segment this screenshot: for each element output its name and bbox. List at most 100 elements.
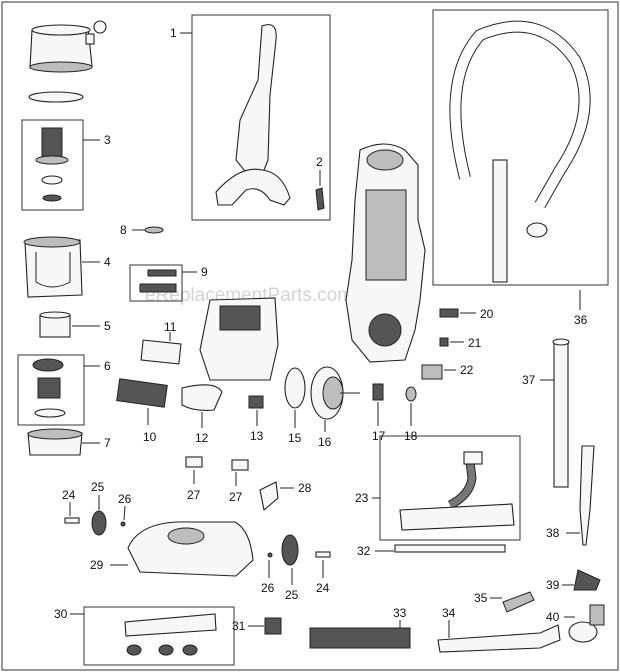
box-part-6: [17, 354, 85, 426]
callout-18: 18: [404, 429, 418, 443]
part-cover[interactable]: [181, 384, 223, 411]
callout-3: 3: [104, 133, 111, 147]
callout-25b: 25: [285, 588, 299, 602]
part-dirt-cup-lid[interactable]: [29, 24, 95, 73]
callout-32: 32: [357, 544, 371, 558]
part-release[interactable]: [421, 364, 443, 380]
part-wheel-right[interactable]: [281, 534, 299, 566]
callout-27a: 27: [187, 488, 201, 502]
callout-23: 23: [355, 491, 369, 505]
part-upholstery-tool[interactable]: [502, 591, 535, 613]
part-spring-clip[interactable]: [372, 383, 384, 401]
callout-30: 30: [54, 607, 68, 621]
callout-21: 21: [468, 336, 482, 350]
box-part-1: [191, 14, 331, 221]
callout-11: 11: [164, 320, 177, 334]
part-crevice-tool[interactable]: [579, 445, 595, 546]
callout-8: 8: [120, 223, 127, 237]
part-filter-housing[interactable]: [32, 358, 66, 418]
part-filter-base[interactable]: [27, 428, 83, 456]
part-screw[interactable]: [439, 337, 449, 347]
callout-40: 40: [546, 610, 560, 624]
part-clip-right[interactable]: [267, 552, 273, 558]
part-o-ring[interactable]: [93, 20, 107, 34]
part-connector[interactable]: [248, 395, 264, 409]
callout-4: 4: [104, 255, 111, 269]
part-extension-wand[interactable]: [552, 338, 570, 488]
callout-17: 17: [372, 429, 386, 443]
callout-9: 9: [201, 265, 208, 279]
part-wheel-kit[interactable]: [124, 613, 217, 656]
box-part-9: [129, 264, 183, 302]
callout-labels: 1 2 3 4 5 6 7 8 9 10 11 12 13 15 16 17 1…: [54, 26, 588, 633]
callout-39: 39: [546, 578, 560, 592]
part-nozzle-hose-assembly[interactable]: [399, 451, 515, 531]
callout-7: 7: [104, 436, 111, 450]
part-wheel-left[interactable]: [91, 510, 107, 536]
callout-12: 12: [195, 431, 209, 445]
part-bushing[interactable]: [405, 386, 417, 402]
part-brush-strip[interactable]: [394, 544, 506, 553]
part-motor-housing[interactable]: [199, 297, 279, 381]
part-axle-right[interactable]: [315, 551, 331, 558]
callout-10: 10: [143, 430, 157, 444]
callout-27b: 27: [229, 490, 243, 504]
callout-22: 22: [460, 363, 474, 377]
callout-25a: 25: [91, 480, 105, 494]
part-brush-roll[interactable]: [309, 627, 411, 649]
callout-33: 33: [393, 606, 407, 620]
part-spring[interactable]: [439, 308, 459, 318]
callout-24b: 24: [316, 581, 330, 595]
part-belt[interactable]: [284, 367, 306, 409]
part-small-gasket[interactable]: [144, 226, 164, 234]
callout-1: 1: [170, 26, 177, 40]
part-dusting-brush[interactable]: [573, 569, 601, 591]
part-clip-left[interactable]: [120, 521, 126, 527]
callout-35: 35: [474, 591, 488, 605]
part-bottom-plate[interactable]: [437, 624, 561, 653]
part-filter-assembly[interactable]: [35, 127, 69, 202]
part-base-foot[interactable]: [127, 521, 254, 577]
callout-2: 2: [316, 155, 323, 169]
callout-15: 15: [288, 431, 302, 445]
part-axle-left[interactable]: [64, 517, 80, 524]
callout-20: 20: [480, 307, 494, 321]
box-part-23: [379, 435, 521, 541]
part-main-body[interactable]: [345, 143, 426, 363]
box-part-36: [432, 9, 609, 286]
part-latch[interactable]: [264, 617, 282, 635]
part-label[interactable]: [140, 339, 182, 365]
callout-28: 28: [298, 481, 312, 495]
part-filter-grille[interactable]: [116, 378, 168, 408]
part-hose[interactable]: [449, 20, 591, 283]
part-pedal[interactable]: [259, 481, 279, 512]
callout-37: 37: [522, 373, 536, 387]
part-clip[interactable]: [315, 187, 325, 211]
callout-26b: 26: [261, 581, 275, 595]
box-part-30: [83, 606, 235, 666]
callout-5: 5: [104, 319, 111, 333]
part-handle[interactable]: [215, 24, 291, 206]
part-pulley[interactable]: [310, 366, 360, 420]
callout-6: 6: [104, 359, 111, 373]
callout-26a: 26: [118, 492, 132, 506]
callout-34: 34: [442, 606, 456, 620]
part-bracket-a[interactable]: [185, 456, 203, 468]
callout-31: 31: [232, 619, 246, 633]
callout-36: 36: [574, 313, 588, 327]
part-bracket-b[interactable]: [231, 459, 249, 471]
part-foam-filter[interactable]: [39, 311, 71, 338]
callout-13: 13: [250, 429, 264, 443]
callout-24a: 24: [62, 488, 76, 502]
callout-16: 16: [318, 435, 332, 449]
watermark: eReplacementParts.com: [145, 285, 353, 306]
part-gasket[interactable]: [28, 91, 84, 103]
part-turbo-tool[interactable]: [568, 604, 605, 643]
callout-38: 38: [546, 526, 560, 540]
part-latch-assembly[interactable]: [139, 269, 177, 293]
box-part-3: [21, 119, 84, 211]
callout-29: 29: [90, 558, 104, 572]
part-dirt-cup[interactable]: [23, 236, 83, 298]
